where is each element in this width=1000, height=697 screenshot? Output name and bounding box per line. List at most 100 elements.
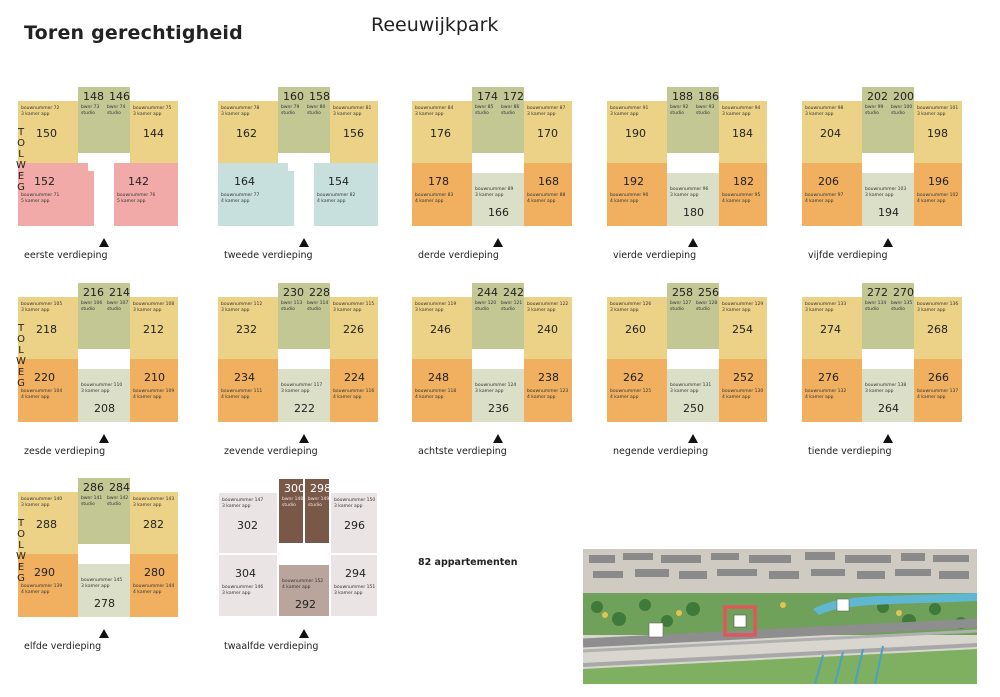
floor-label: twaalfde verdieping — [224, 641, 319, 652]
unit-description: bouwnummer 138 3 kamer app — [865, 383, 907, 394]
unit-number: 224 — [344, 371, 365, 384]
unit-description: bouwnummer 91 3 kamer app — [610, 106, 649, 117]
unit-number: 268 — [927, 323, 948, 336]
unit-number: 212 — [143, 323, 164, 336]
unit-description: bouwnummer 147 3 kamer app — [222, 498, 264, 509]
unit-description: bouwnummer 88 4 kamer app — [527, 193, 566, 204]
unit-description: bouwnummer 152 4 kamer app — [282, 579, 324, 590]
unit-description: bouwnummer 102 4 kamer app — [917, 193, 959, 204]
unit-number: 256 — [698, 286, 719, 299]
unit-number: 232 — [236, 323, 257, 336]
unit-number: 152 — [34, 175, 55, 188]
unit-description: bouwnummer 133 3 kamer app — [805, 302, 847, 313]
unit-description: bouwnummer 129 3 kamer app — [722, 302, 764, 313]
unit-number: 198 — [927, 127, 948, 140]
unit-number: 210 — [144, 371, 165, 384]
unit-cell: 174 bwnr 85 studio — [472, 87, 498, 153]
unit-description: bouwnummer 117 3 kamer app — [281, 383, 323, 394]
entrance-arrow-icon — [99, 629, 109, 638]
unit-description: bwnr 141 studio — [81, 496, 103, 507]
unit-number: 188 — [672, 90, 693, 103]
entrance-arrow-icon — [688, 238, 698, 247]
unit-description: bouwnummer 112 3 kamer app — [221, 302, 263, 313]
unit-description: bouwnummer 119 3 kamer app — [415, 302, 457, 313]
unit-description: bouwnummer 150 3 kamer app — [334, 498, 376, 509]
unit-description: bwnr 135 studio — [891, 301, 913, 312]
unit-cell: 218 bouwnummer 105 3 kamer app — [18, 297, 78, 359]
unit-description: bouwnummer 132 4 kamer app — [805, 389, 847, 400]
unit-description: bwnr 93 studio — [696, 105, 715, 116]
entrance-arrow-icon — [299, 238, 309, 247]
unit-number: 174 — [477, 90, 498, 103]
unit-description: bouwnummer 137 4 kamer app — [917, 389, 959, 400]
unit-description: bwnr 85 studio — [475, 105, 494, 116]
core-void — [282, 353, 326, 367]
unit-number: 190 — [625, 127, 646, 140]
unit-description: bouwnummer 151 3 kamer app — [334, 585, 376, 596]
unit-number: 300 — [284, 482, 305, 495]
unit-description: bouwnummer 123 4 kamer app — [527, 389, 569, 400]
unit-number: 258 — [672, 286, 693, 299]
unit-description: bouwnummer 105 3 kamer app — [21, 302, 63, 313]
unit-number: 282 — [143, 518, 164, 531]
unit-number: 234 — [234, 371, 255, 384]
unit-number: 230 — [283, 286, 304, 299]
unit-description: bwnr 128 studio — [696, 301, 718, 312]
floor-label: vijfde verdieping — [808, 250, 888, 261]
unit-description: bwnr 107 studio — [107, 301, 129, 312]
floor-label: tweede verdieping — [224, 250, 313, 261]
unit-number: 266 — [928, 371, 949, 384]
unit-number: 242 — [503, 286, 524, 299]
unit-number: 154 — [328, 175, 349, 188]
unit-description: bouwnummer 122 3 kamer app — [527, 302, 569, 313]
unit-number: 180 — [683, 206, 704, 219]
floor-label: zesde verdieping — [24, 446, 106, 457]
unit-number: 290 — [34, 566, 55, 579]
unit-description: bouwnummer 96 3 kamer app — [670, 187, 709, 198]
unit-number: 236 — [488, 402, 509, 415]
unit-number: 200 — [893, 90, 914, 103]
entrance-arrow-icon — [99, 238, 109, 247]
core-void — [476, 353, 520, 367]
unit-number: 218 — [36, 323, 57, 336]
location-map — [583, 549, 977, 684]
unit-number: 260 — [625, 323, 646, 336]
unit-description: bwnr 74 studio — [107, 105, 126, 116]
unit-description: bouwnummer 98 3 kamer app — [805, 106, 844, 117]
unit-description: bouwnummer 124 3 kamer app — [475, 383, 517, 394]
unit-number: 142 — [128, 175, 149, 188]
unit-cell: 256 bwnr 128 studio — [693, 283, 719, 349]
unit-number: 206 — [818, 175, 839, 188]
entrance-arrow-icon — [688, 434, 698, 443]
unit-description: bwnr 120 studio — [475, 301, 497, 312]
